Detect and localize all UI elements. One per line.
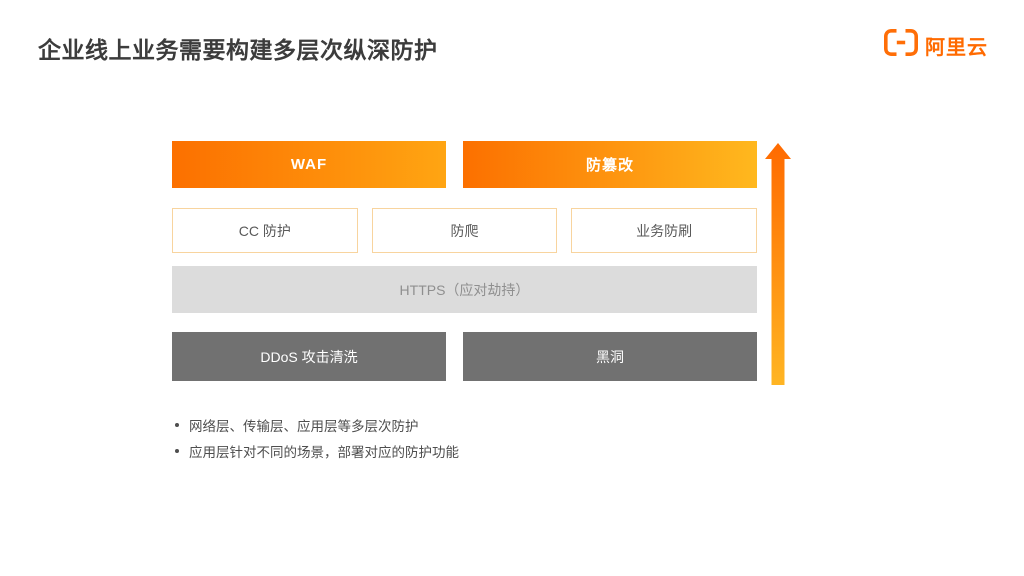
bullet-dot — [175, 423, 179, 427]
up-arrow-icon — [765, 143, 791, 385]
alibaba-cloud-logo-text: 阿里云 — [925, 36, 988, 59]
bullet-dot — [175, 449, 179, 453]
anti-fraud-box: 业务防刷 — [571, 208, 758, 253]
anti-tamper-box: 防篡改 — [463, 141, 757, 188]
scenario-protection-row: CC 防护 防爬 业务防刷 — [172, 208, 758, 253]
notes-list: 网络层、传输层、应用层等多层次防护 应用层针对不同的场景，部署对应的防护功能 — [175, 412, 459, 464]
https-box: HTTPS（应对劫持） — [172, 266, 757, 313]
waf-box: WAF — [172, 141, 446, 188]
page-title: 企业线上业务需要构建多层次纵深防护 — [38, 37, 438, 63]
alibaba-cloud-logo: 阿里云 — [884, 29, 988, 61]
cc-protection-box: CC 防护 — [172, 208, 358, 253]
https-row: HTTPS（应对劫持） — [172, 266, 757, 313]
alibaba-cloud-icon — [884, 29, 918, 61]
note-text: 网络层、传输层、应用层等多层次防护 — [189, 419, 419, 434]
ddos-scrubbing-box: DDoS 攻击清洗 — [172, 332, 446, 381]
note-item: 网络层、传输层、应用层等多层次防护 — [175, 412, 459, 438]
note-item: 应用层针对不同的场景，部署对应的防护功能 — [175, 438, 459, 464]
anti-crawler-box: 防爬 — [371, 208, 558, 253]
blackhole-box: 黑洞 — [463, 332, 757, 381]
note-text: 应用层针对不同的场景，部署对应的防护功能 — [189, 445, 459, 460]
network-protection-row: DDoS 攻击清洗 黑洞 — [172, 332, 757, 381]
defense-layers-diagram: WAF 防篡改 CC 防护 防爬 业务防刷 HTTPS（应对劫持） DDoS 攻… — [172, 141, 758, 381]
application-protection-row: WAF 防篡改 — [172, 141, 757, 188]
